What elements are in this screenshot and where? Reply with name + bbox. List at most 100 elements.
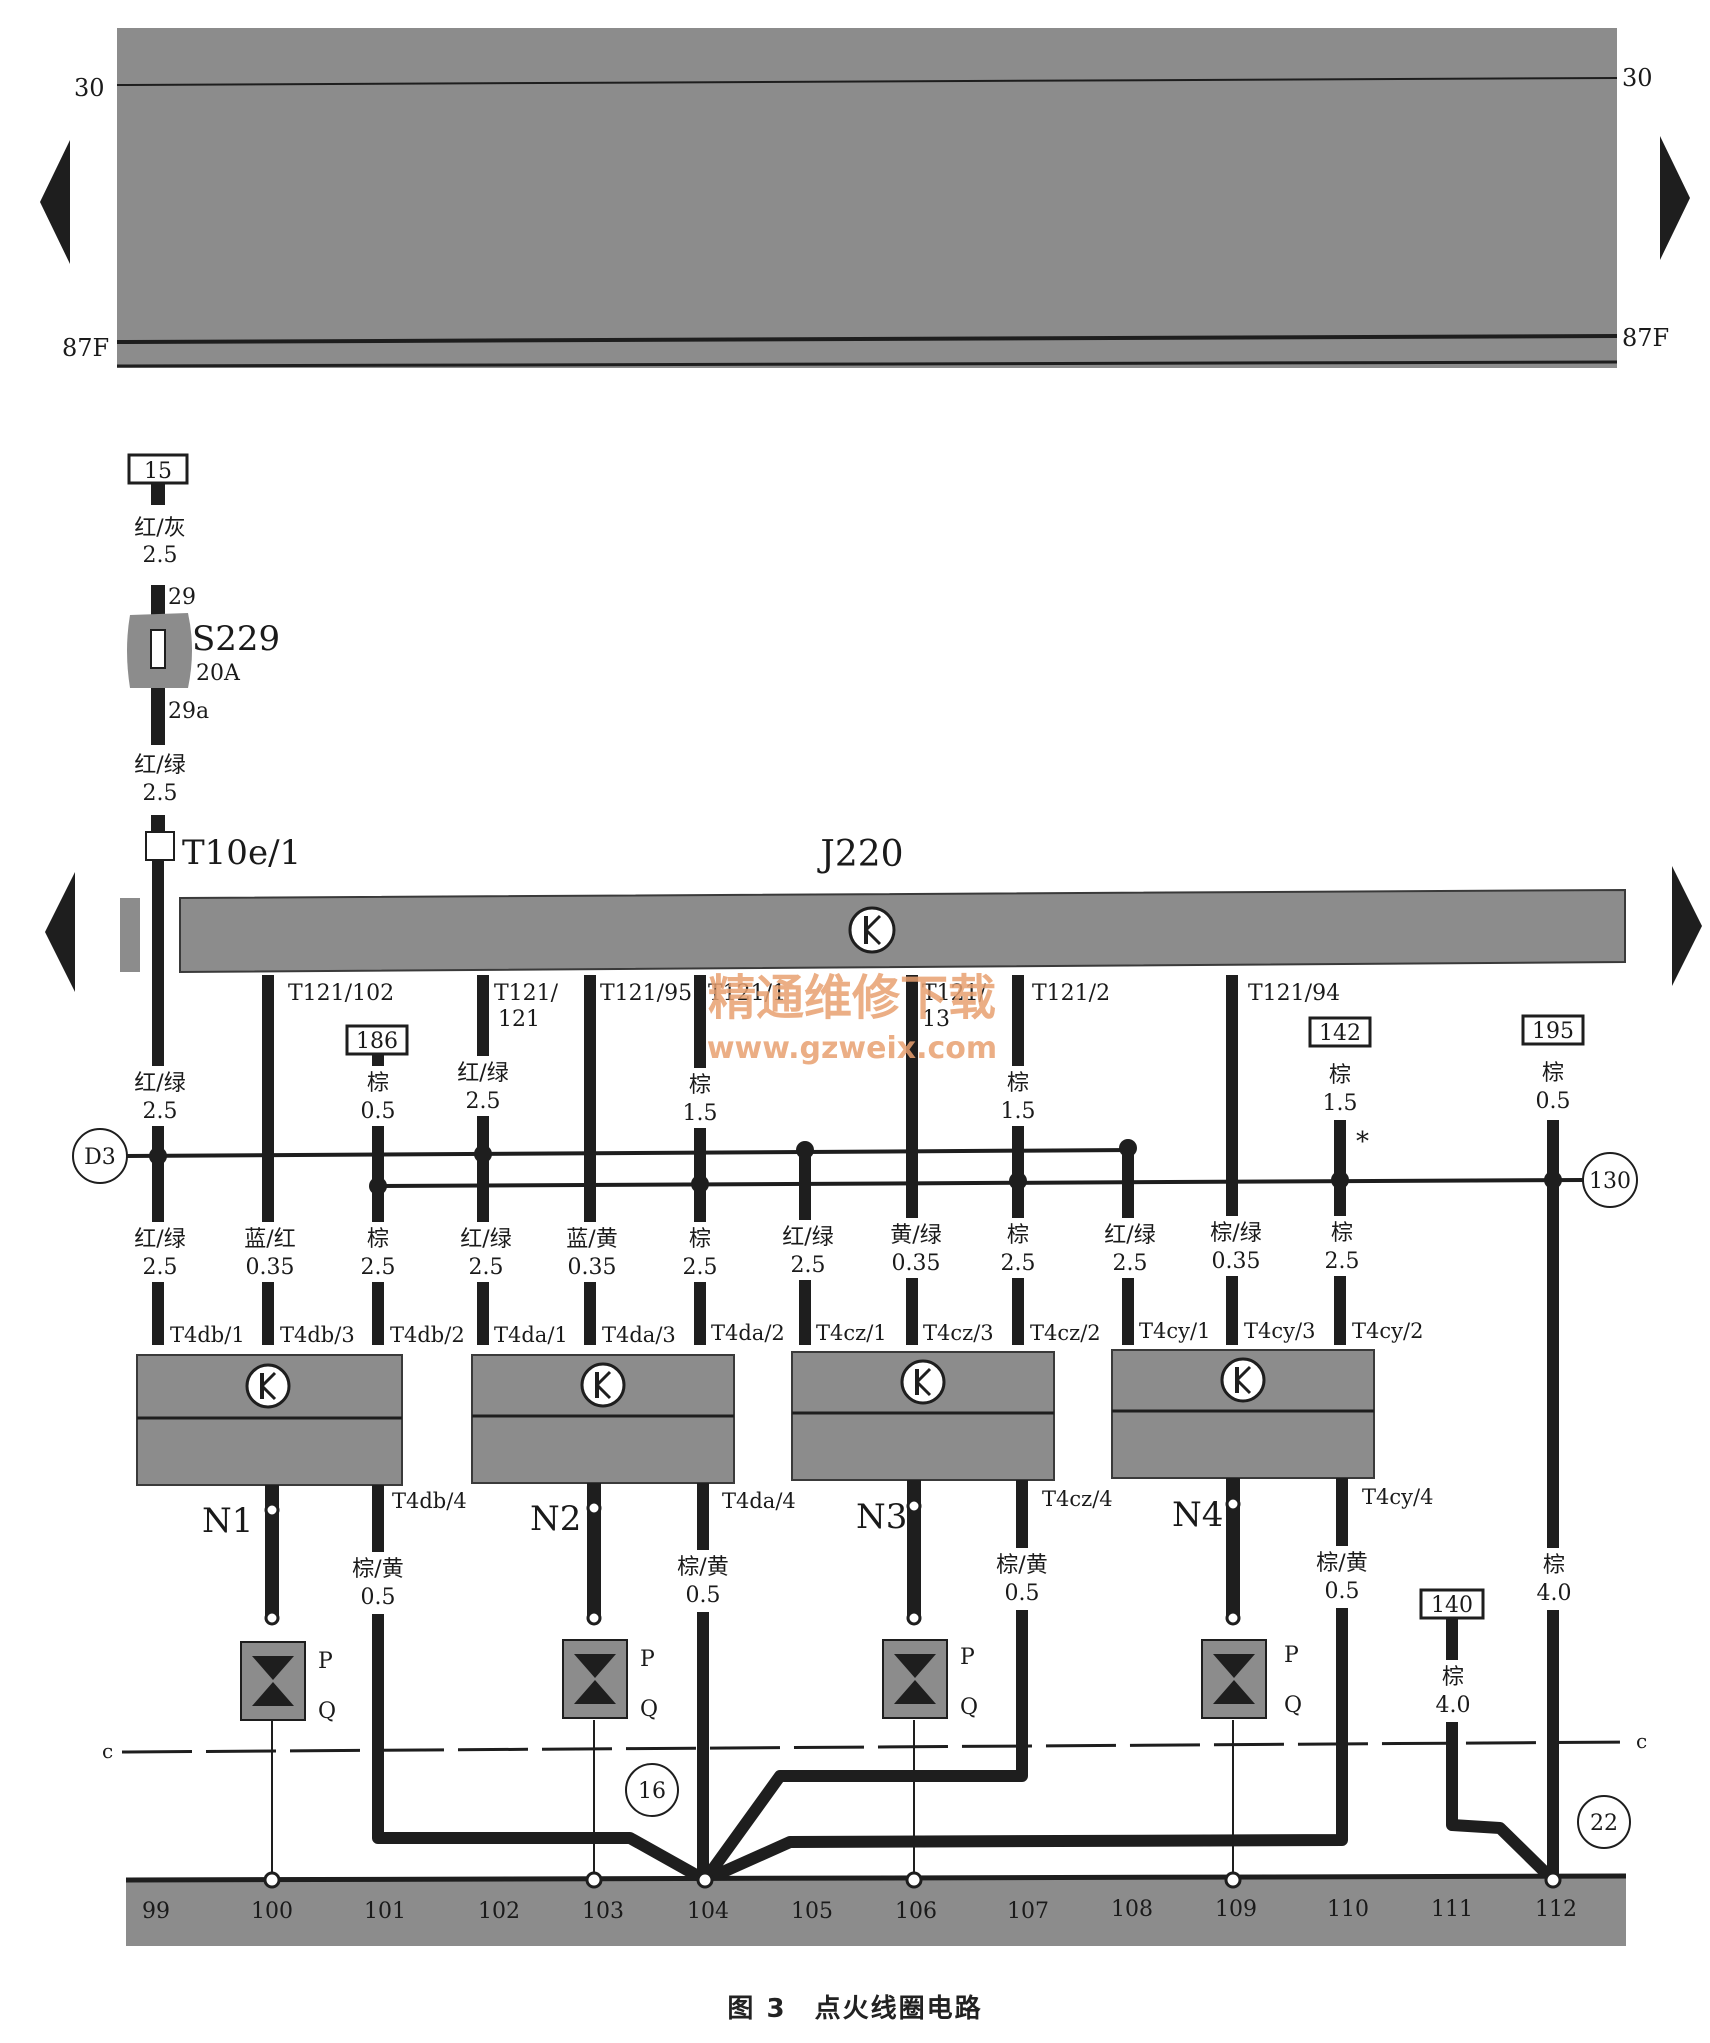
ecu-pin-label: T121/2 <box>1032 981 1110 1006</box>
coil-pin-label: T4cz/2 <box>1030 1321 1101 1345</box>
ref-195-label: 195 <box>1532 1019 1574 1044</box>
node-16 <box>625 1763 679 1817</box>
fuse-name: S229 <box>192 619 280 659</box>
bus-label-87f-right: 87F <box>1622 324 1669 352</box>
coil-n1 <box>136 1354 403 1486</box>
page-arrow-left-icon-2[interactable] <box>45 872 75 992</box>
ground-pin-number: 104 <box>687 1899 729 1924</box>
coil-transistor-icon <box>580 1362 626 1408</box>
wire-size-label: 2.5 <box>466 1089 501 1114</box>
wire-size-label: 0.5 <box>361 1585 396 1610</box>
watermark: 精通维修下载 www.gzweix.com <box>707 970 997 1066</box>
node-130 <box>1582 1152 1638 1208</box>
wire-size-label: 2.5 <box>791 1253 826 1278</box>
plug-label-p: P <box>640 1647 655 1672</box>
wire-size-label: 0.5 <box>686 1583 721 1608</box>
wire-size-label: 2.5 <box>683 1255 718 1280</box>
coil-pin-label: T4cy/1 <box>1139 1319 1210 1343</box>
wire-size-label: 2.5 <box>143 1255 178 1280</box>
wire-color-label: 棕 <box>1331 1221 1353 1246</box>
ground-terminal-dots <box>263 1871 1562 1889</box>
ref-box-186: 186 <box>345 1024 409 1056</box>
fuse-rating: 20A <box>196 661 241 686</box>
ground-pin-number: 108 <box>1111 1897 1153 1922</box>
watermark-line1: 精通维修下载 <box>708 970 996 1026</box>
ground-pin-number: 103 <box>582 1899 624 1924</box>
ecu-pin-label: 13 <box>922 1007 950 1032</box>
wire-size-label: 0.35 <box>892 1251 941 1276</box>
coil-pin-labels: T4db/1 T4db/3 T4db/2 T4da/1 T4da/3 T4da/… <box>170 1319 1423 1347</box>
hv-terminal-dots <box>264 1496 1241 1626</box>
wire-color-label: 棕 <box>1442 1665 1464 1690</box>
node-d3-label: D3 <box>84 1145 116 1170</box>
coil-pin-label: T4cz/3 <box>923 1321 994 1345</box>
node-22-label: 22 <box>1590 1811 1618 1836</box>
coil-pin4-label: T4cy/4 <box>1362 1485 1433 1509</box>
plug-label-q: Q <box>640 1697 658 1722</box>
supply-wire1-color: 红/灰 <box>134 516 185 541</box>
splice-dots <box>149 1139 1562 1195</box>
coil-pin4-label: T4db/4 <box>392 1489 467 1513</box>
plug-label-p: P <box>1284 1643 1299 1668</box>
ground-pin-number: 112 <box>1535 1897 1577 1922</box>
coil-pin4-label: T4cz/4 <box>1042 1487 1113 1511</box>
page-arrow-right-icon-2[interactable] <box>1672 866 1702 986</box>
wire-color-label: 棕/绿 <box>1210 1221 1261 1246</box>
coil-pin4-label: T4da/4 <box>722 1489 796 1513</box>
ground-bar <box>126 1878 1626 1946</box>
coil-pin-label: T4da/2 <box>711 1321 785 1345</box>
wire-color-label: 棕 <box>367 1227 389 1252</box>
coil-pin-label: T4da/3 <box>602 1323 676 1347</box>
ground-pin-number: 105 <box>791 1899 833 1924</box>
ground-pin-number: 107 <box>1007 1899 1049 1924</box>
wire-size-label: 0.5 <box>361 1099 396 1124</box>
wire-color-label: 蓝/黄 <box>566 1227 617 1252</box>
ground-pin-number: 106 <box>895 1899 937 1924</box>
page-arrow-left-icon[interactable] <box>40 140 70 264</box>
wire-color-label: 棕 <box>1542 1061 1564 1086</box>
coil-pin-label: T4da/1 <box>494 1323 568 1347</box>
panel-bottom-edge <box>116 360 1618 368</box>
wire-size-label: 1.5 <box>683 1101 718 1126</box>
spark-plug-2 <box>562 1639 628 1719</box>
ground-bar-numbers: 99 100 101 102 103 104 105 106 107 108 1… <box>142 1897 1577 1924</box>
mid-wire-labels: 红/绿 2.5 蓝/红 0.35 棕 2.5 红/绿 2.5 蓝/黄 0.35 … <box>128 1216 1366 1282</box>
coil-pin-label: T4cy/2 <box>1352 1319 1423 1343</box>
bus-label-87f-left: 87F <box>62 334 109 362</box>
wire-color-label: 红/绿 <box>134 1227 185 1252</box>
bus-label-30-right: 30 <box>1622 64 1653 92</box>
ecu-j220-body <box>179 888 1626 974</box>
ground-pin-number: 111 <box>1431 1897 1473 1922</box>
wire-color-label: 棕/黄 <box>996 1553 1047 1578</box>
coil-name: N4 <box>1172 1495 1223 1535</box>
supply-wire2-size: 2.5 <box>143 781 178 806</box>
wire-color-label: 蓝/红 <box>244 1227 295 1252</box>
node-130-label: 130 <box>1589 1169 1631 1194</box>
bus-d3-upper <box>124 1148 1133 1158</box>
wire-size-label: 0.35 <box>246 1255 295 1280</box>
wire-color-label: 棕 <box>689 1227 711 1252</box>
connector-t10e-label: T10e/1 <box>182 833 301 873</box>
wire-color-label: 棕 <box>1329 1063 1351 1088</box>
fuse-pin-out: 29a <box>168 699 209 724</box>
ref-142-label: 142 <box>1319 1021 1361 1046</box>
wire-color-label: 棕 <box>689 1073 711 1098</box>
bus-label-30-left: 30 <box>74 74 105 102</box>
figure-caption: 图 3 点火线圈电路 <box>727 1994 983 2024</box>
coil-n2 <box>471 1354 735 1484</box>
ecu-body-left-stub <box>120 898 140 972</box>
wire-size-label: 2.5 <box>361 1255 396 1280</box>
wire-color-label: 棕/黄 <box>677 1555 728 1580</box>
wire-color-label: 棕 <box>1007 1223 1029 1248</box>
wire-size-label: 0.5 <box>1005 1581 1040 1606</box>
ground-pin-number: 110 <box>1327 1897 1369 1922</box>
page-arrow-right-icon[interactable] <box>1660 136 1690 260</box>
plug-label-p: P <box>960 1645 975 1670</box>
ground-pin-number: 100 <box>251 1899 293 1924</box>
bus-87f <box>116 334 1618 344</box>
fuse-pin-in: 29 <box>168 585 196 610</box>
ecu-pin-label: T121/95 <box>600 981 692 1006</box>
connector-t10e-icon <box>145 831 175 861</box>
wire-color-label: 棕/黄 <box>1316 1551 1367 1576</box>
